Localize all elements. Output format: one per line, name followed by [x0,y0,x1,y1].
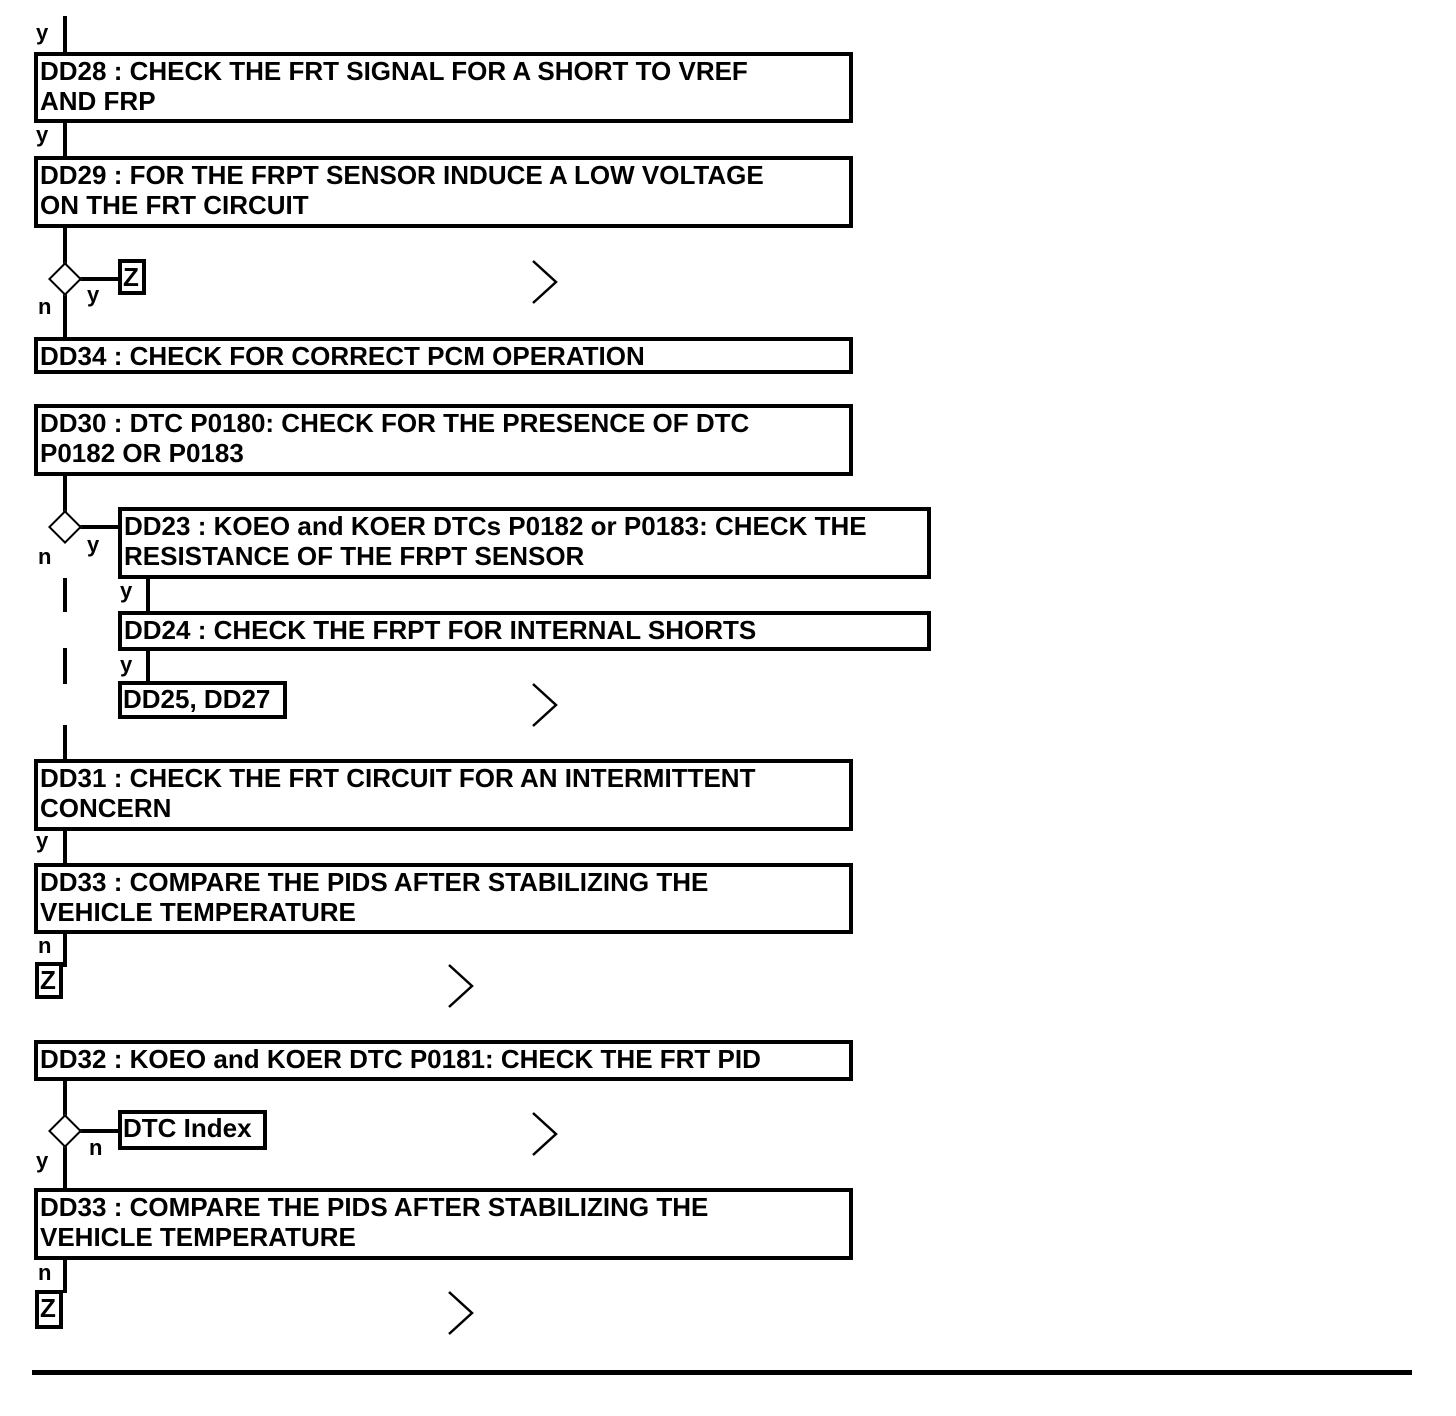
connector [63,725,67,763]
branch-label: y [36,20,49,45]
branch-label: y [87,532,100,557]
branch-label: y [120,652,133,677]
connector [63,1257,67,1293]
step-dd33[interactable]: DD33 : COMPARE THE PIDS AFTER STABILIZIN… [34,863,853,934]
step-dd29[interactable]: DD29 : FOR THE FRPT SENSOR INDUCE A LOW … [34,156,853,228]
goto-z[interactable]: Z [35,1290,63,1329]
connector [63,16,67,56]
bottom-divider [32,1370,1412,1375]
branch-label: n [89,1135,103,1160]
branch-label: n [38,1260,52,1285]
branch-label: y [120,578,133,603]
chevron-right-icon[interactable] [446,963,476,1009]
step-dd34[interactable]: DD34 : CHECK FOR CORRECT PCM OPERATION [34,337,853,374]
decision-diamond [48,510,82,544]
connector [80,1129,122,1133]
step-dd31[interactable]: DD31 : CHECK THE FRT CIRCUIT FOR AN INTE… [34,759,853,831]
connector [80,525,122,529]
branch-label: n [38,933,52,958]
goto-z[interactable]: Z [118,259,146,295]
chevron-right-icon[interactable] [530,1111,560,1157]
chevron-right-icon[interactable] [446,1290,476,1336]
connector [63,226,67,264]
step-dd30[interactable]: DD30 : DTC P0180: CHECK FOR THE PRESENCE… [34,404,853,476]
step-dd28[interactable]: DD28 : CHECK THE FRT SIGNAL FOR A SHORT … [34,52,853,123]
branch-label: y [36,122,49,147]
goto-z[interactable]: Z [35,962,63,999]
step-dd23[interactable]: DD23 : KOEO and KOER DTCs P0182 or P0183… [118,507,931,579]
chevron-right-icon[interactable] [530,682,560,728]
connector [63,648,67,684]
branch-label: y [36,1148,49,1173]
chevron-right-icon[interactable] [530,259,560,305]
branch-label: y [87,282,100,307]
connector [63,294,67,340]
branch-label: y [36,828,49,853]
decision-diamond [48,1114,82,1148]
step-dd32[interactable]: DD32 : KOEO and KOER DTC P0181: CHECK TH… [34,1040,853,1081]
connector [63,473,67,513]
decision-diamond [48,262,82,296]
branch-label: n [38,294,52,319]
connector [146,649,150,685]
connector [63,1078,67,1116]
goto-dd25-dd27[interactable]: DD25, DD27 [118,681,287,719]
connector [63,828,67,866]
branch-label: n [38,544,52,569]
connector [146,576,150,614]
step-dd33[interactable]: DD33 : COMPARE THE PIDS AFTER STABILIZIN… [34,1188,853,1260]
connector [63,578,67,612]
connector [63,931,67,967]
step-dd24[interactable]: DD24 : CHECK THE FRPT FOR INTERNAL SHORT… [118,611,931,651]
goto-dtc-index[interactable]: DTC Index [118,1110,267,1150]
connector [63,120,67,160]
connector [63,1146,67,1192]
connector [80,277,122,281]
